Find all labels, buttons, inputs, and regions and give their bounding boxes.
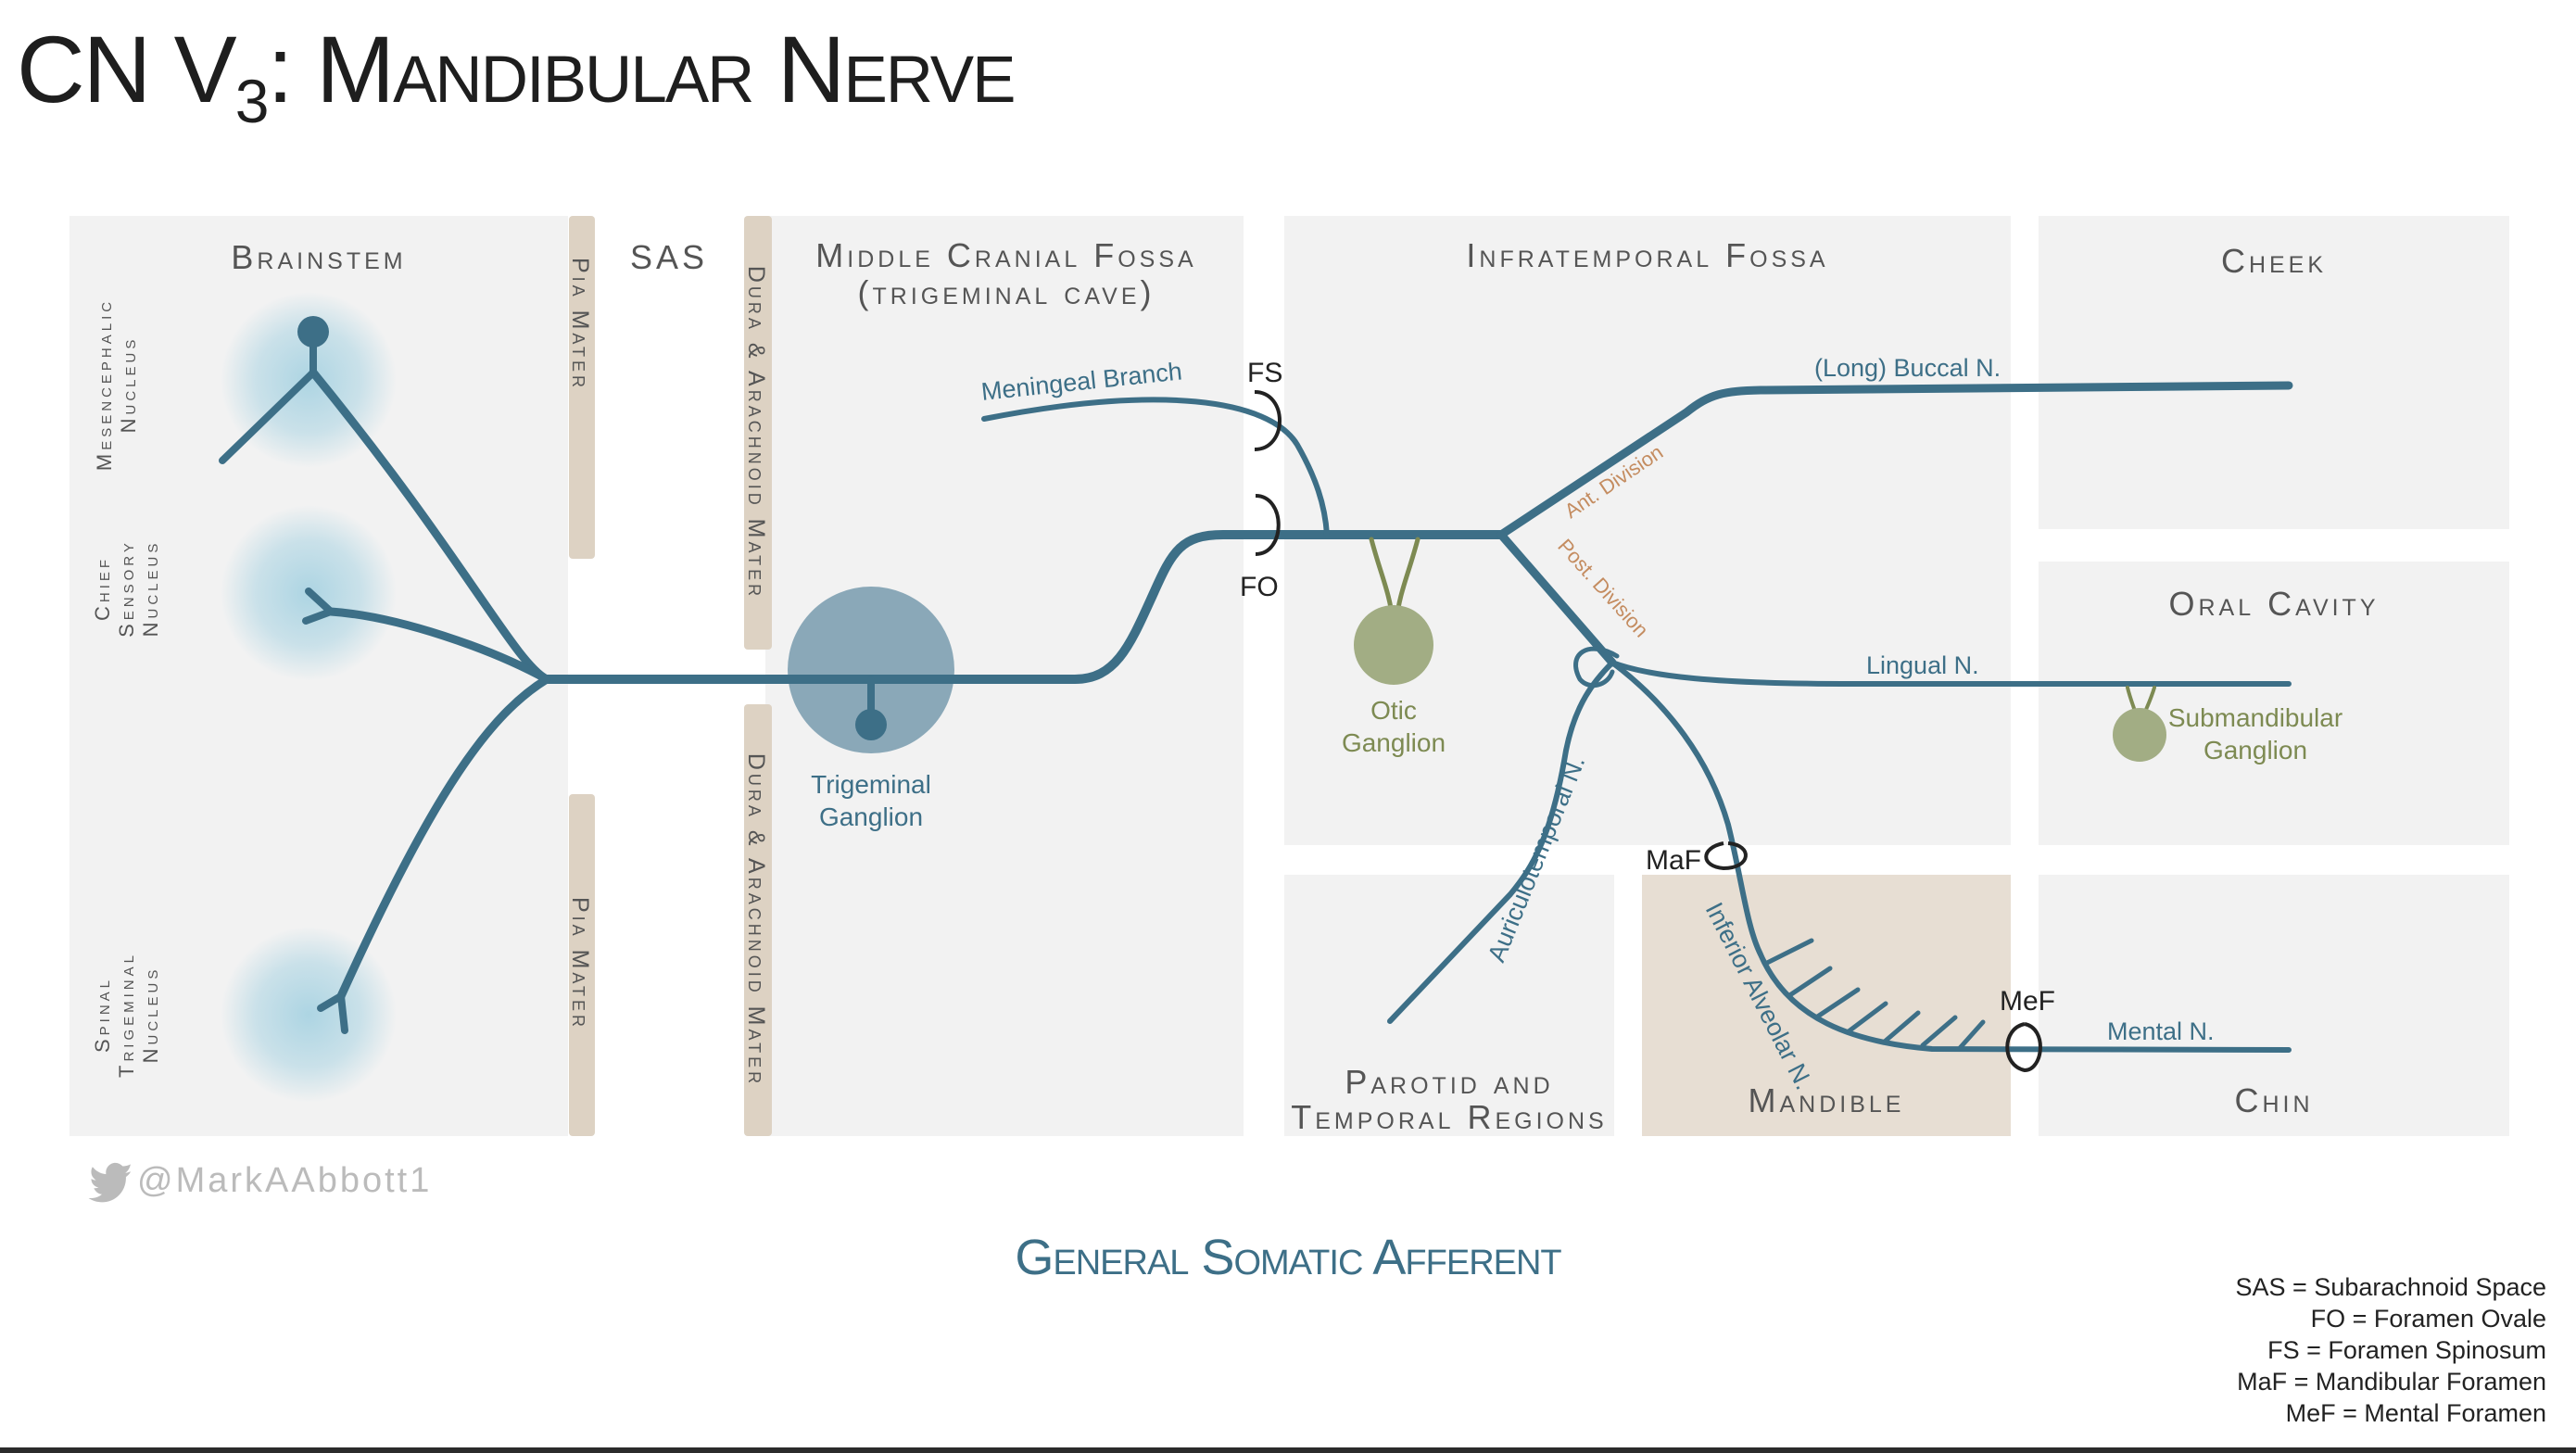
maf-label: MaF: [1646, 845, 1701, 876]
legend-item-fs: FS = Foramen Spinosum: [2267, 1336, 2546, 1364]
auriculotemporal-loop: [1573, 646, 1620, 689]
mental-foramen-symbol: [2005, 1022, 2042, 1073]
otic-ganglion-label-2: Ganglion: [1342, 728, 1446, 757]
legend-item-fo: FO = Foramen Ovale: [2311, 1305, 2546, 1333]
spinal-label-3: Nucleus: [139, 967, 162, 1064]
pia-mater-upper-label: Pia Mater: [567, 258, 593, 391]
dura-arachnoid-upper: [744, 216, 772, 650]
fo-label: FO: [1240, 572, 1279, 602]
chief-label-3: Nucleus: [139, 540, 162, 638]
mef-label: MeF: [2000, 986, 2055, 1017]
mental-nerve-label: Mental N.: [2107, 1017, 2215, 1045]
legend-item-maf: MaF = Mandibular Foramen: [2237, 1368, 2546, 1396]
foramen-ovale-symbol: [1255, 494, 1281, 556]
region-temporal-label: Temporal Regions: [1291, 1098, 1608, 1136]
region-oral-cavity-label: Oral Cavity: [2168, 585, 2379, 623]
trigeminal-ganglion: [788, 587, 954, 753]
region-itf-label: Infratemporal Fossa: [1466, 236, 1828, 274]
region-mandible-label: Mandible: [1749, 1081, 1905, 1119]
spinal-label-1: Spinal: [91, 977, 114, 1053]
parotid-box: [1284, 875, 1614, 1136]
twitter-icon: [88, 1162, 131, 1203]
lingual-nerve-label: Lingual N.: [1866, 651, 1979, 679]
region-mcf-sub-label: (trigeminal cave): [858, 273, 1155, 311]
foramen-spinosum-symbol: [1254, 390, 1282, 451]
chief-label-1: Chief: [91, 556, 114, 621]
oral-cavity-box: [2039, 562, 2509, 845]
spinal-fork-right: [337, 992, 348, 1034]
legend-item-sas: SAS = Subarachnoid Space: [2236, 1273, 2546, 1301]
trigeminal-ganglion-label-2: Ganglion: [819, 802, 923, 831]
region-mcf-label: Middle Cranial Fossa: [815, 236, 1196, 274]
dental-branch-5: [1883, 1010, 1921, 1043]
bottom-border: [0, 1447, 2576, 1453]
otic-ganglion-label-1: Otic: [1370, 696, 1417, 725]
title-suffix: : Mandibular Nerve: [267, 17, 1014, 122]
submandibular-ganglion-label-2: Ganglion: [2203, 736, 2307, 764]
dental-branch-1: [1762, 938, 1814, 967]
legend-item-mef: MeF = Mental Foramen: [2286, 1399, 2546, 1427]
chief-sensory-fork-upper: [305, 588, 335, 615]
cheek-box: [2039, 216, 2509, 529]
pia-mater-upper: [569, 216, 595, 559]
dental-branch-6: [1920, 1015, 1958, 1048]
buccal-nerve-label: (Long) Buccal N.: [1814, 354, 2001, 382]
title-subscript: 3: [235, 67, 268, 135]
region-cheek-label: Cheek: [2221, 242, 2327, 280]
mandible-box: [1642, 875, 2011, 1136]
spinal-tract: [336, 675, 551, 1001]
dura-arachnoid-lower: [744, 704, 772, 1136]
dental-branch-2: [1786, 966, 1833, 999]
credit-handle: @MarkAAbbott1: [137, 1161, 432, 1200]
main-nerve-trunk: [542, 530, 1506, 684]
dura-arachnoid-lower-label: Dura & Arachnoid Mater: [743, 753, 769, 1087]
mandibular-foramen-symbol: [1704, 841, 1748, 871]
page-title: CN V3: Mandibular Nerve: [17, 17, 1015, 135]
dental-branch-7: [1957, 1019, 1986, 1051]
fs-label: FS: [1247, 358, 1282, 388]
submandibular-ganglion-label-1: Submandibular: [2168, 703, 2342, 732]
dura-arachnoid-upper-label: Dura & Arachnoid Mater: [743, 266, 769, 600]
trigeminal-ganglion-cell-dot: [855, 709, 887, 740]
submandibular-ganglion: [2113, 708, 2166, 762]
otic-ganglion: [1354, 605, 1433, 685]
chief-sensory-tract: [326, 607, 551, 684]
dental-branch-3: [1813, 987, 1861, 1020]
anterior-division: [1496, 381, 2293, 539]
title-prefix: CN V: [17, 17, 237, 122]
pia-mater-lower-label: Pia Mater: [567, 897, 593, 1030]
lingual-nerve: [1610, 660, 2292, 687]
spinal-trigeminal-nucleus-glow: [221, 927, 397, 1103]
mesencephalic-branch-left: [219, 369, 317, 464]
chief-sensory-fork-lower: [302, 608, 335, 625]
dental-branch-4: [1846, 1001, 1888, 1034]
pia-mater-lower: [569, 794, 595, 1136]
chin-box: [2039, 875, 2509, 1136]
region-brainstem-label: Brainstem: [231, 238, 406, 276]
region-sas-label: SAS: [630, 238, 708, 276]
trigeminal-ganglion-label-1: Trigeminal: [811, 770, 931, 799]
chief-label-2: Sensory: [115, 539, 138, 638]
mesencephalic-label-2: Nucleus: [117, 336, 140, 434]
diagram-subtitle: General Somatic Afferent: [1015, 1230, 1561, 1285]
spinal-label-2: Trigeminal: [115, 952, 138, 1078]
mesencephalic-nucleus-dot: [297, 316, 329, 347]
mesencephalic-label-1: Mesencephalic: [93, 298, 116, 471]
meningeal-branch: [981, 397, 1330, 537]
region-chin-label: Chin: [2234, 1081, 2313, 1119]
posterior-division: [1496, 530, 1617, 667]
region-parotid-label: Parotid and: [1345, 1063, 1553, 1101]
inferior-alveolar-nerve: [1610, 660, 2292, 1053]
